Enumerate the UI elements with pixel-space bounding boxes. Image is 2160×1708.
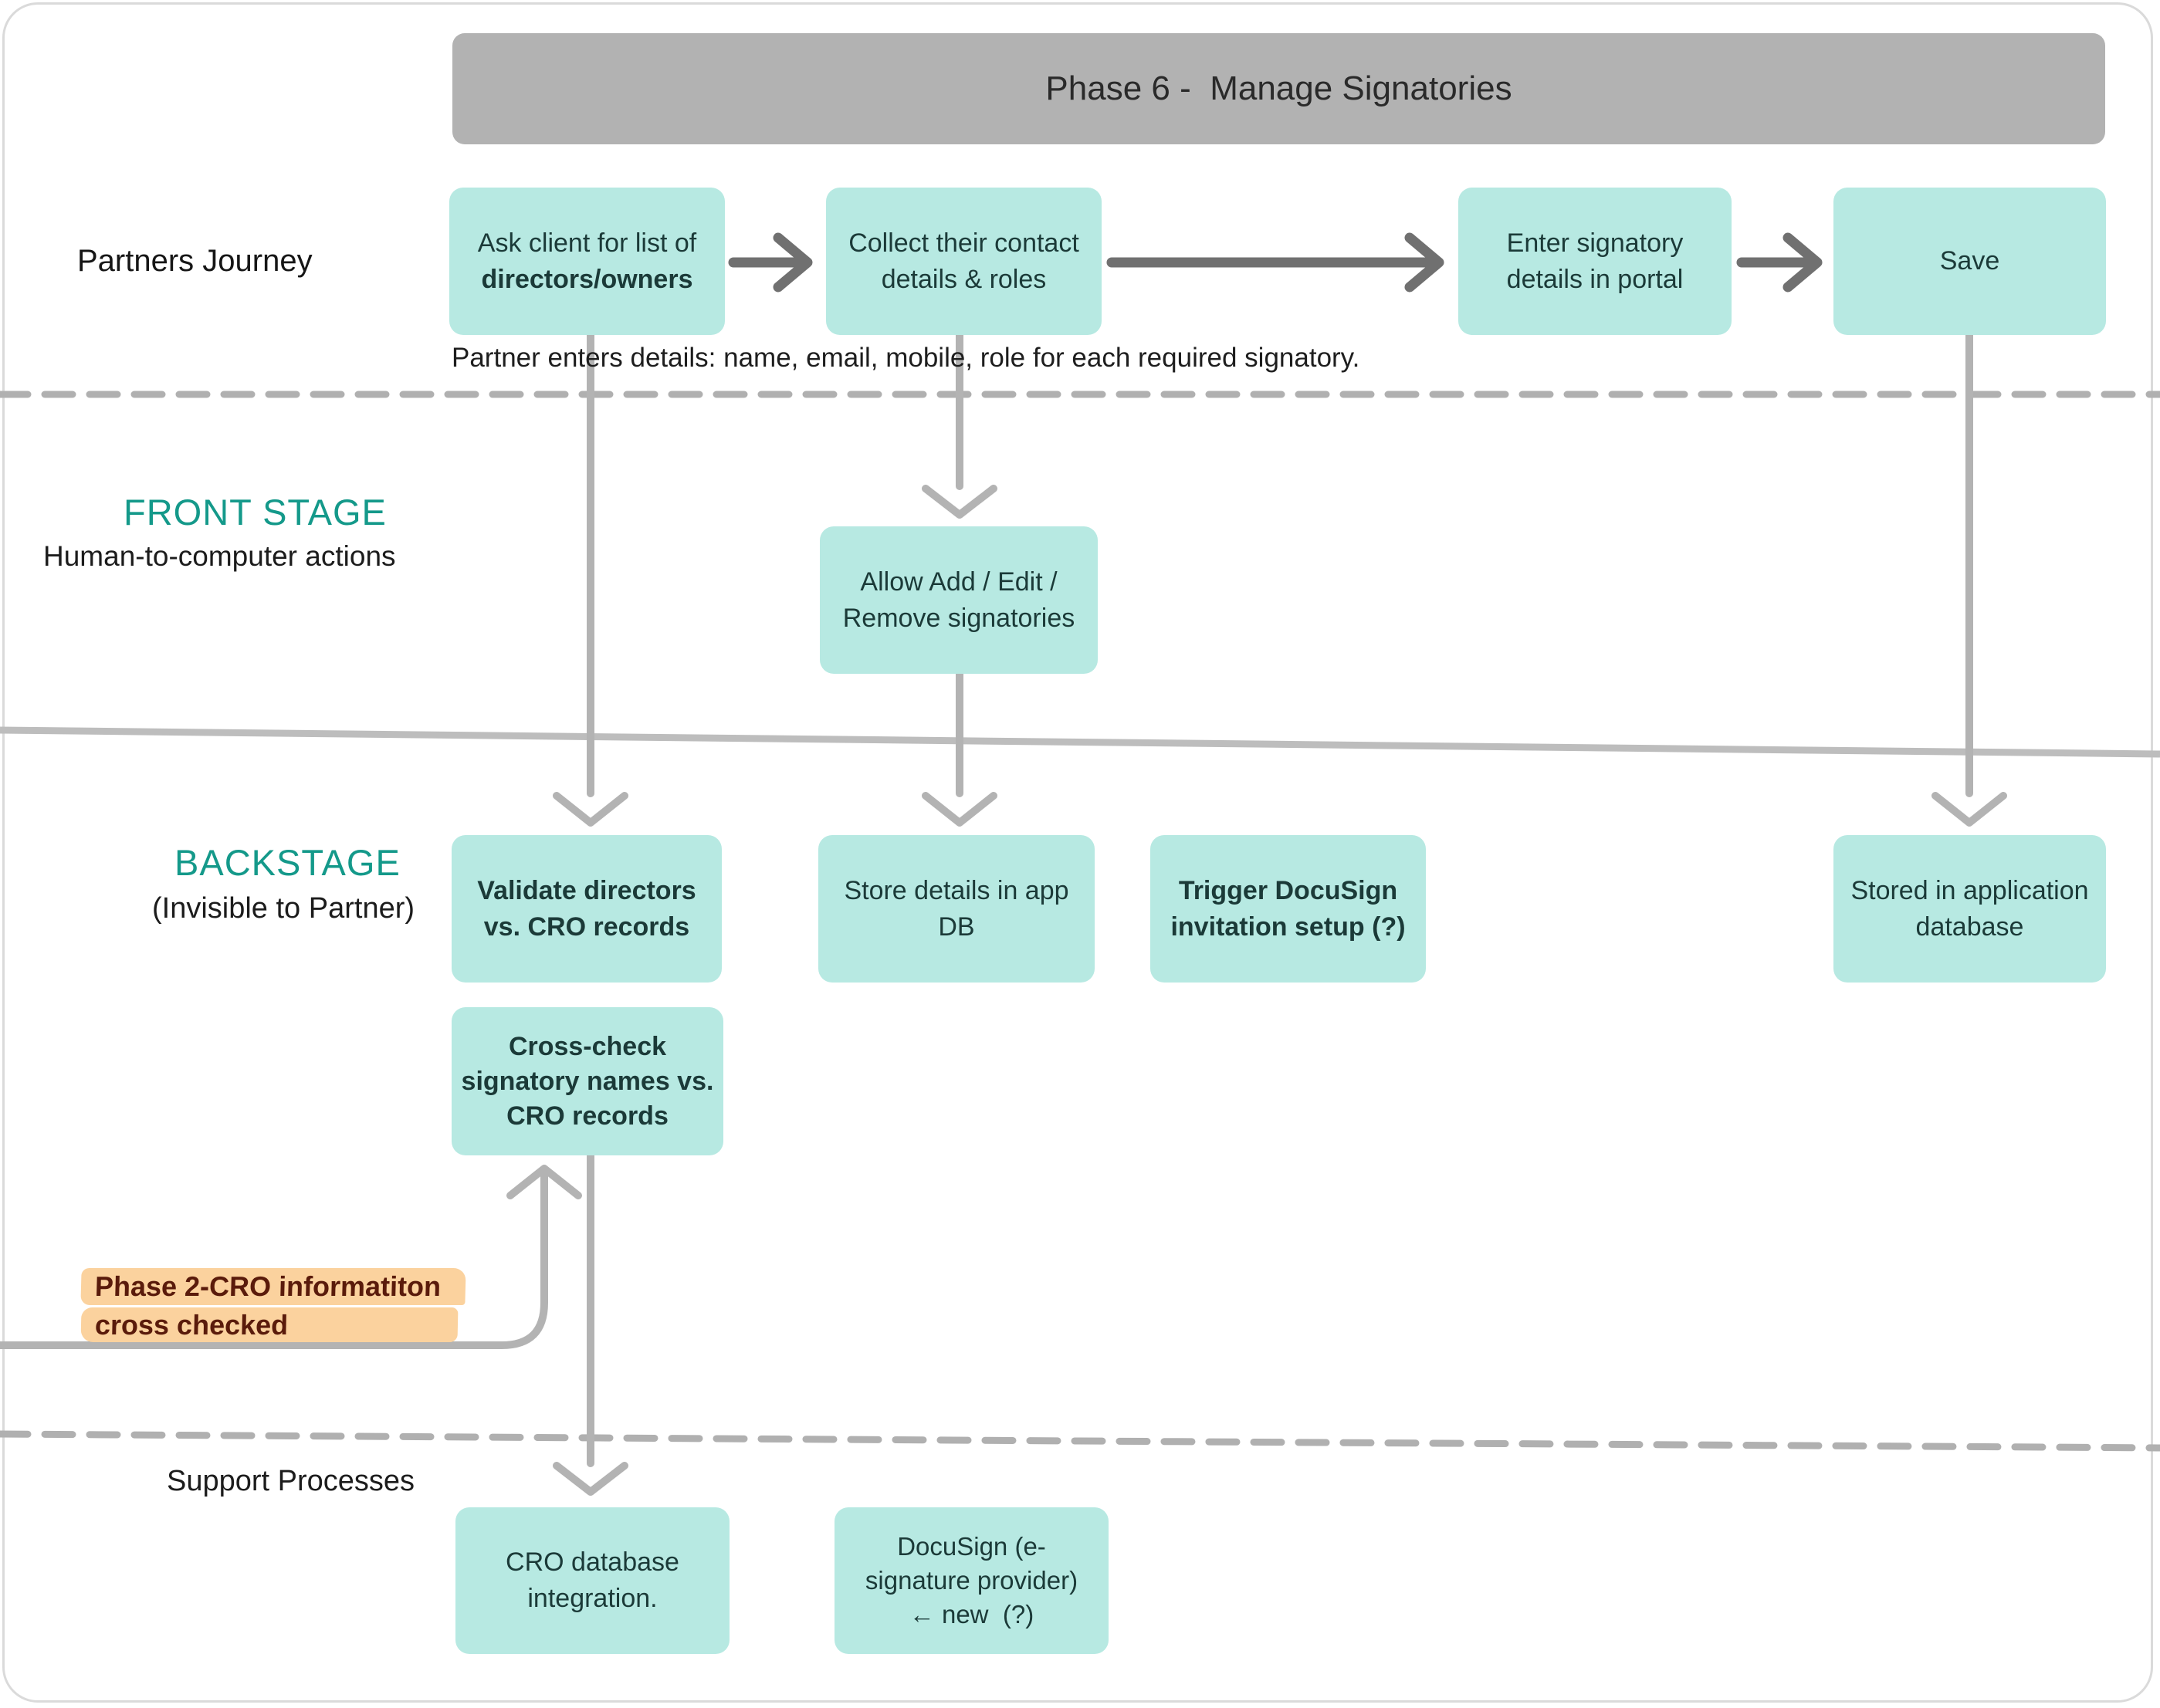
phase-header-bar: Phase 6 - Manage Signatories [452,33,2105,144]
node-text-line: Validate directors [477,875,696,905]
lane-label-support-processes: Support Processes [167,1465,415,1497]
arrow-down-collect-to-allow-icon [922,331,997,519]
node-text-line: details in portal [1506,264,1684,294]
lane-subtitle-front-stage: Human-to-computer actions [43,540,396,572]
node-collect-contact-details: Collect their contact details & roles [826,188,1102,335]
node-text-line: DB [938,911,975,942]
arrow-down-allow-to-store-icon [922,670,997,827]
node-ask-client-for-directors: Ask client for list of directors/owners [449,188,725,335]
node-text-line: signature provider) [865,1566,1078,1595]
node-text-line: Collect their contact [848,228,1079,258]
node-text-line: Store details in app [844,875,1069,905]
node-docusign-esignature-provider: DocuSign (e- signature provider) ← new (… [835,1507,1109,1654]
node-crosscheck-signatory-names: Cross-check signatory names vs. CRO reco… [452,1007,723,1155]
node-text-line: vs. CRO records [483,911,690,942]
arrow-down-crosscheck-to-cro-icon [553,1152,628,1496]
node-allow-add-edit-remove: Allow Add / Edit / Remove signatories [820,526,1098,674]
node-text-line: database [1915,911,2024,942]
node-text-line: Allow Add / Edit / [860,567,1058,597]
lane-title-front-stage: FRONT STAGE [124,492,387,533]
node-text-line: directors/owners [481,264,693,294]
node-text-line: Save [1939,246,2000,276]
node-text-line: signatory names vs. [461,1066,714,1096]
dashed-divider-bottom [0,1430,2160,1452]
node-text-line: Trigger DocuSign [1178,875,1398,905]
node-text-line: CRO records [506,1101,669,1131]
node-text-line: Stored in application [1850,875,2089,905]
note-text: cross checked [94,1308,289,1341]
node-text-line: details & roles [881,264,1047,294]
node-text-line: CRO database [506,1547,679,1577]
note-phase2-cro-crosscheck: Phase 2-CRO informatiton cross checked [80,1268,466,1342]
node-save: Save [1833,188,2106,335]
lane-title-backstage: BACKSTAGE [174,842,401,883]
node-text-line: Enter signatory [1506,228,1684,258]
node-enter-signatory-details: Enter signatory details in portal [1458,188,1732,335]
arrow-down-ask-to-validate-icon [553,331,628,827]
node-stored-in-application-db: Stored in application database [1833,835,2106,983]
node-text-line: Cross-check [508,1031,667,1061]
arrow-up-note-to-crosscheck-icon [0,1165,582,1349]
node-text-line: integration. [527,1584,658,1613]
node-store-details-in-db: Store details in app DB [818,835,1095,983]
node-validate-directors: Validate directors vs. CRO records [452,835,722,983]
journey-caption: Partner enters details: name, email, mob… [452,343,1360,373]
arrow-right-enter-to-save-icon [1736,232,1823,293]
arrow-right-collect-to-enter-icon [1106,232,1444,293]
node-text-line: DocuSign (e- [897,1532,1046,1561]
node-text-line: Ask client for list of [477,228,697,258]
lane-label-partners-journey: Partners Journey [77,244,313,278]
arrow-down-save-to-stored-icon [1931,331,2007,827]
lane-subtitle-backstage: (Invisible to Partner) [152,892,415,925]
arrow-right-ask-to-collect-icon [728,232,813,293]
stage-diagonal-divider [0,726,2160,758]
node-text-line: invitation setup (?) [1170,911,1406,942]
phase-title: Phase 6 - Manage Signatories [1045,69,1512,107]
node-cro-database-integration: CRO database integration. [455,1507,730,1654]
node-text-line: Remove signatories [842,603,1075,633]
node-text-line: ← new (?) [909,1600,1034,1629]
note-highlight-line: cross checked [80,1307,459,1342]
node-trigger-docusign-setup: Trigger DocuSign invitation setup (?) [1150,835,1426,983]
note-highlight-line: Phase 2-CRO informatiton [80,1268,466,1305]
note-text: Phase 2-CRO informatiton [94,1270,442,1302]
